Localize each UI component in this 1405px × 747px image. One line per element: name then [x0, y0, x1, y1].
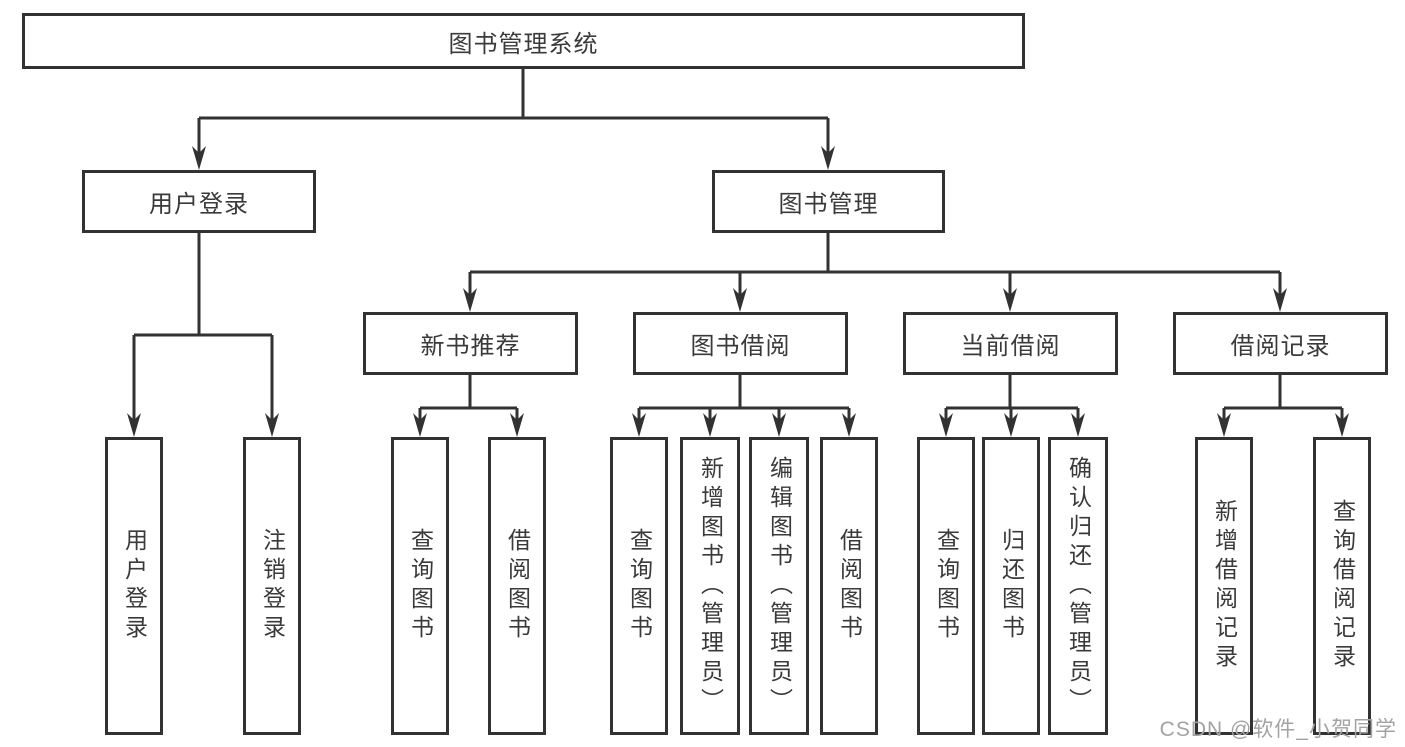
- csdn-watermark: CSDN @软件_小贺同学: [1159, 718, 1397, 741]
- node-book-management-label: 图书管理: [778, 191, 879, 218]
- leaf-edit-books-admin-label: 编辑图书（管理员）: [766, 455, 793, 717]
- leaf-add-books-admin-label: 新增图书（管理员）: [697, 455, 724, 717]
- leaf-current-query-books-label: 查询图书: [933, 528, 960, 644]
- leaf-current-query-books: 查询图书: [917, 437, 975, 735]
- node-book-borrowing: 图书借阅: [633, 312, 848, 375]
- leaf-add-books-admin: 新增图书（管理员）: [680, 437, 740, 735]
- leaf-recommend-query-books: 查询图书: [391, 437, 449, 735]
- node-user-login: 用户登录: [82, 170, 316, 233]
- leaf-confirm-return-admin-label: 确认归还（管理员）: [1065, 455, 1092, 717]
- leaf-edit-books-admin: 编辑图书（管理员）: [749, 437, 809, 735]
- leaf-recommend-borrow-books: 借阅图书: [488, 437, 546, 735]
- leaf-return-books-label: 归还图书: [998, 528, 1025, 644]
- leaf-recommend-query-books-label: 查询图书: [407, 528, 434, 644]
- node-current-borrowing: 当前借阅: [903, 312, 1118, 375]
- leaf-borrowing-borrow-books-label: 借阅图书: [836, 528, 863, 644]
- leaf-borrowing-query-books: 查询图书: [610, 437, 668, 735]
- node-user-login-label: 用户登录: [149, 191, 249, 218]
- leaf-user-login-label: 用户登录: [121, 528, 148, 644]
- leaf-query-borrow-record: 查询借阅记录: [1313, 437, 1371, 735]
- leaf-return-books: 归还图书: [982, 437, 1040, 735]
- leaf-confirm-return-admin: 确认归还（管理员）: [1048, 437, 1108, 735]
- leaf-query-borrow-record-label: 查询借阅记录: [1329, 499, 1356, 673]
- leaf-add-borrow-record-label: 新增借阅记录: [1211, 499, 1238, 673]
- node-root-label: 图书管理系统: [448, 30, 599, 58]
- leaf-borrowing-borrow-books: 借阅图书: [820, 437, 878, 735]
- node-root: 图书管理系统: [22, 13, 1025, 69]
- node-new-book-recommend-label: 新书推荐: [420, 333, 521, 360]
- leaf-user-login: 用户登录: [105, 437, 163, 735]
- leaf-borrowing-query-books-label: 查询图书: [626, 528, 653, 644]
- node-borrowing-records: 借阅记录: [1173, 312, 1388, 375]
- node-current-borrowing-label: 当前借阅: [960, 333, 1061, 360]
- node-book-management: 图书管理: [712, 170, 945, 233]
- leaf-logout: 注销登录: [243, 437, 301, 735]
- leaf-logout-label: 注销登录: [259, 528, 286, 644]
- node-book-borrowing-label: 图书借阅: [690, 333, 791, 360]
- node-new-book-recommend: 新书推荐: [363, 312, 578, 375]
- node-borrowing-records-label: 借阅记录: [1230, 333, 1331, 360]
- leaf-recommend-borrow-books-label: 借阅图书: [504, 528, 531, 644]
- leaf-add-borrow-record: 新增借阅记录: [1195, 437, 1253, 735]
